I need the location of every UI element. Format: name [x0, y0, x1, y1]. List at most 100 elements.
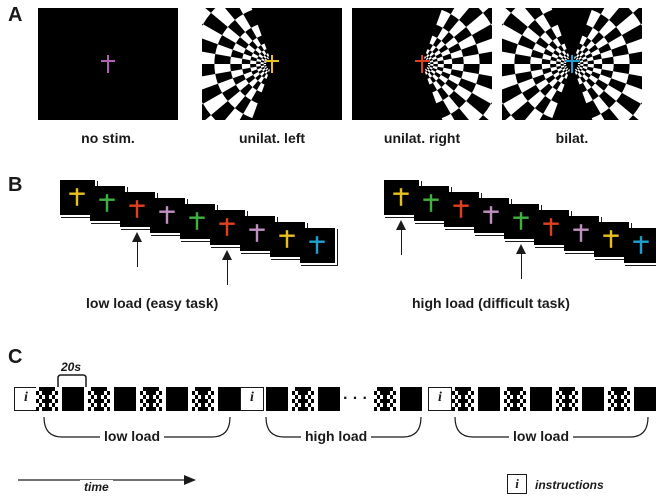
- target-arrow-shaft: [227, 259, 228, 285]
- checker-segment: [458, 35, 477, 50]
- checkerboard-stimulus: [415, 8, 492, 120]
- checker-segment: [581, 56, 587, 61]
- checker-segment: [609, 101, 633, 120]
- checker-segment: [565, 67, 569, 71]
- checker-segment: [613, 53, 630, 64]
- instructions-legend-icon: i: [507, 474, 527, 494]
- fixation-cross: [393, 188, 409, 206]
- checker-segment: [525, 108, 544, 120]
- checker-segment: [530, 69, 544, 79]
- checker-segment: [450, 8, 469, 20]
- checker-segment: [261, 43, 267, 51]
- checker-segment: [502, 101, 504, 105]
- checker-segment: [566, 56, 569, 60]
- duration-label: 20s: [61, 360, 82, 374]
- checker-segment: [564, 73, 569, 79]
- stimulus-frame: [300, 228, 337, 265]
- checker-segment: [243, 100, 258, 119]
- checker-segment: [436, 9, 451, 28]
- fixation-cross: [265, 55, 279, 73]
- checker-segment: [490, 23, 492, 27]
- checker-segment: [564, 70, 568, 74]
- checker-segment: [566, 53, 570, 57]
- checker-segment: [601, 64, 614, 72]
- checker-segment: [600, 8, 619, 20]
- checker-segment: [517, 78, 536, 93]
- checker-segment: [442, 67, 452, 75]
- checker-segment: [202, 24, 223, 45]
- fixation-block: [582, 387, 604, 411]
- checker-segment: [580, 64, 584, 66]
- target-arrow-head: [516, 244, 526, 254]
- checker-segment: [586, 9, 601, 28]
- checker-segment: [577, 62, 581, 64]
- checker-segment: [616, 12, 641, 36]
- checker-segment: [586, 40, 596, 50]
- checker-segment: [542, 53, 552, 61]
- checker-segment: [235, 79, 249, 91]
- checker-segment: [561, 50, 567, 56]
- checker-segment: [251, 53, 259, 59]
- checker-segment: [425, 49, 430, 55]
- checker-segment: [251, 24, 262, 38]
- stimulus-frame: [624, 228, 656, 265]
- checker-segment: [239, 8, 253, 15]
- fixation-block: [318, 387, 340, 411]
- checker-pattern: [192, 387, 214, 411]
- checker-segment: [553, 71, 560, 79]
- checker-segment: [556, 64, 561, 67]
- checker-segment: [587, 27, 599, 41]
- checker-segment: [522, 26, 541, 44]
- checker-segment: [548, 78, 558, 88]
- checker-segment: [263, 61, 267, 63]
- checker-segment: [202, 101, 204, 105]
- checker-segment: [230, 69, 244, 79]
- checker-segment: [545, 87, 557, 101]
- checker-segment: [432, 65, 438, 70]
- checker-segment: [592, 95, 610, 114]
- checker-segment: [436, 40, 446, 50]
- fixation-cross: [513, 212, 529, 230]
- checker-segment: [202, 51, 216, 64]
- stimulation-block: [88, 387, 110, 411]
- checker-segment: [448, 74, 462, 85]
- checker-segment: [567, 69, 570, 72]
- checker-segment: [586, 56, 594, 62]
- checker-segment: [427, 62, 431, 64]
- checker-segment: [256, 64, 261, 67]
- checker-segment: [560, 65, 565, 68]
- checker-segment: [579, 45, 587, 52]
- checker-segment: [245, 44, 256, 54]
- stimulation-block: [374, 387, 396, 411]
- fixation-cross: [189, 212, 205, 230]
- checker-segment: [552, 37, 562, 48]
- checker-segment: [628, 8, 639, 13]
- fixation-block: [114, 387, 136, 411]
- segment-label-low-1: low load: [100, 428, 164, 444]
- checker-segment: [585, 69, 593, 75]
- stimulus-2: [202, 8, 342, 120]
- fixation-block: [218, 387, 240, 411]
- checker-segment: [426, 54, 430, 58]
- checker-segment: [514, 64, 531, 75]
- checker-segment: [582, 74, 589, 81]
- panel-a-letter: A: [8, 4, 23, 26]
- checker-segment: [241, 64, 251, 70]
- fixation-cross: [309, 236, 325, 254]
- fixation-cross: [159, 206, 175, 224]
- stimulation-block: [192, 387, 214, 411]
- checker-segment: [429, 60, 434, 63]
- checkerboard-stimulus: [202, 8, 279, 120]
- fixation-cross: [603, 230, 619, 248]
- fixation-cross: [453, 200, 469, 218]
- fixation-cross: [565, 55, 579, 73]
- checker-segment: [453, 84, 472, 102]
- checker-segment: [582, 80, 592, 91]
- checker-segment: [430, 69, 436, 75]
- checker-pattern: [36, 387, 58, 411]
- checker-segment: [442, 95, 460, 114]
- checker-segment: [248, 78, 258, 88]
- checker-segment: [590, 48, 601, 57]
- high-load-label: high load (difficult task): [412, 295, 570, 311]
- checker-segment: [257, 67, 263, 72]
